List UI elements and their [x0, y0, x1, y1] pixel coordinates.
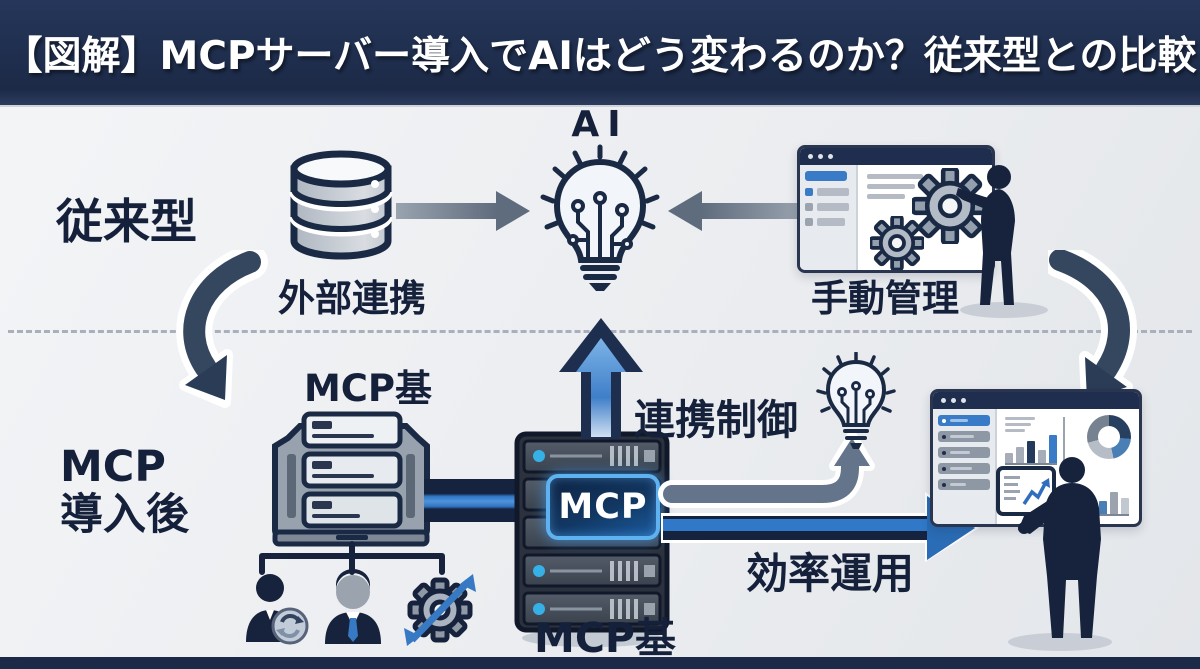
database-label: 外部連携	[278, 277, 426, 320]
dashboard-content	[997, 409, 1139, 524]
dashboard-sidebar	[933, 409, 997, 524]
traditional-row-label: 従来型	[56, 195, 197, 250]
tree-connector	[259, 541, 445, 575]
bulb-rays	[540, 144, 660, 230]
mcp-after-line2: 導入後	[60, 490, 189, 541]
efficiency-label: 効率運用	[746, 549, 915, 598]
bulb-circuit	[576, 204, 624, 260]
window-dot-icon	[818, 154, 823, 159]
mcp-stack-icon	[272, 411, 430, 547]
mcp-badge: MCP	[546, 474, 660, 540]
window-dot-icon	[961, 398, 966, 403]
arrow-server-to-ai-icon	[559, 318, 643, 439]
idea-lightbulb-icon	[816, 352, 896, 449]
manual-management-window	[797, 145, 995, 273]
title-banner: 【図解】MCPサーバー導入でAIはどう変わるのか？従来型との比較	[0, 0, 1200, 107]
page-title: 【図解】MCPサーバー導入でAIはどう変わるのか？従来型との比較	[3, 33, 1197, 79]
curved-arrow-down-left-icon	[176, 250, 268, 408]
footer-bar	[0, 657, 1200, 669]
arrow-server-to-idea-icon	[658, 431, 875, 508]
mcp-after-line1: MCP	[60, 442, 166, 492]
arrow-db-to-ai-icon	[396, 191, 530, 231]
window-dot-icon	[941, 398, 946, 403]
bar-chart	[1005, 435, 1057, 465]
window-dot-icon	[828, 154, 833, 159]
ai-lightbulb-icon	[540, 144, 660, 291]
server-leds	[533, 450, 545, 615]
window-titlebar	[800, 148, 992, 165]
ai-label: AI	[571, 104, 629, 145]
mcp-server-label: MCP基盤	[534, 614, 676, 662]
control-label: 連携制御	[634, 396, 798, 444]
sidebar-active-item	[805, 171, 847, 181]
window-dot-icon	[951, 398, 956, 403]
mini-bar-chart	[1099, 492, 1129, 516]
connector-stack-to-server	[424, 479, 526, 522]
donut-chart	[1087, 415, 1131, 459]
window-titlebar	[933, 392, 1139, 409]
user-icon	[325, 569, 381, 644]
person-tablet-icon	[996, 457, 1112, 651]
gear-scale-icon	[404, 574, 476, 646]
person-pointing-icon	[956, 165, 1048, 318]
arrow-manual-to-ai-icon	[668, 191, 802, 231]
mcp-stack-group	[246, 411, 476, 646]
arrow-server-to-dashboard-icon	[661, 492, 979, 562]
manual-label: 手動管理	[811, 277, 959, 320]
mcp-badge-text: MCP	[558, 487, 648, 527]
mcp-after-row-label: MCP 導入後	[60, 443, 189, 539]
content-divider	[1063, 417, 1065, 465]
user-sync-icon	[246, 574, 309, 645]
gear-icon	[870, 216, 924, 270]
database-icon	[289, 150, 393, 260]
window-sidebar	[800, 165, 858, 270]
window-dot-icon	[808, 154, 813, 159]
